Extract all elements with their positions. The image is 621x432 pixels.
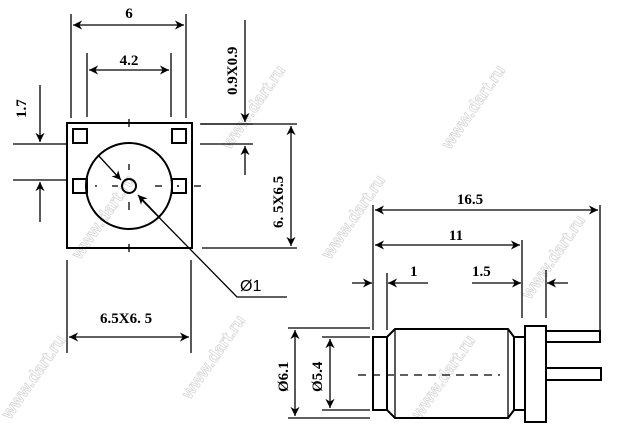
pin-upper bbox=[546, 330, 601, 343]
pad bbox=[72, 178, 88, 194]
watermark: www.dart.ru bbox=[317, 171, 389, 263]
watermark: www.dart.ru bbox=[0, 331, 69, 423]
dim-6-5x6-5-bottom: 6.5X6. 5 bbox=[100, 311, 152, 327]
center-marks bbox=[95, 119, 201, 252]
side-view: 16.5 11 1 1.5 Ø6.1 Ø5.4 bbox=[276, 192, 602, 423]
dim-16-5: 16.5 bbox=[457, 192, 483, 208]
watermark: www.dart.ru bbox=[177, 311, 249, 403]
center-hole bbox=[121, 178, 137, 194]
pad bbox=[171, 128, 187, 144]
dim-4-2: 4.2 bbox=[120, 53, 139, 69]
dim-hole-diameter: Ø1 bbox=[240, 278, 261, 295]
dim-outer-diameter: Ø6.1 bbox=[276, 362, 292, 392]
watermark: www.dart.ru bbox=[517, 211, 589, 303]
watermark: www.dart.ru bbox=[437, 61, 509, 153]
rear-flange bbox=[524, 325, 547, 423]
pin-lower bbox=[546, 367, 602, 381]
dim-6: 6 bbox=[125, 6, 133, 22]
dim-1-7: 1.7 bbox=[14, 99, 30, 118]
dim-11: 11 bbox=[449, 228, 463, 244]
rear-neck bbox=[513, 336, 526, 411]
dim-1: 1 bbox=[410, 264, 418, 280]
front-flange bbox=[372, 336, 388, 411]
watermark: www.dart.ru bbox=[407, 331, 479, 423]
dim-1-5: 1.5 bbox=[472, 264, 491, 280]
dim-0-9x0-9: 0.9X0.9 bbox=[225, 47, 241, 95]
pad bbox=[72, 128, 88, 144]
outer-circle bbox=[85, 142, 173, 230]
dim-6-5x6-5-side: 6. 5X6.5 bbox=[271, 176, 287, 228]
dim-inner-diameter: Ø5.4 bbox=[310, 361, 326, 392]
front-view: 6 4.2 1.7 0.9X0.9 6. 5X6.5 6.5X6. 5 Ø1 bbox=[13, 6, 297, 353]
